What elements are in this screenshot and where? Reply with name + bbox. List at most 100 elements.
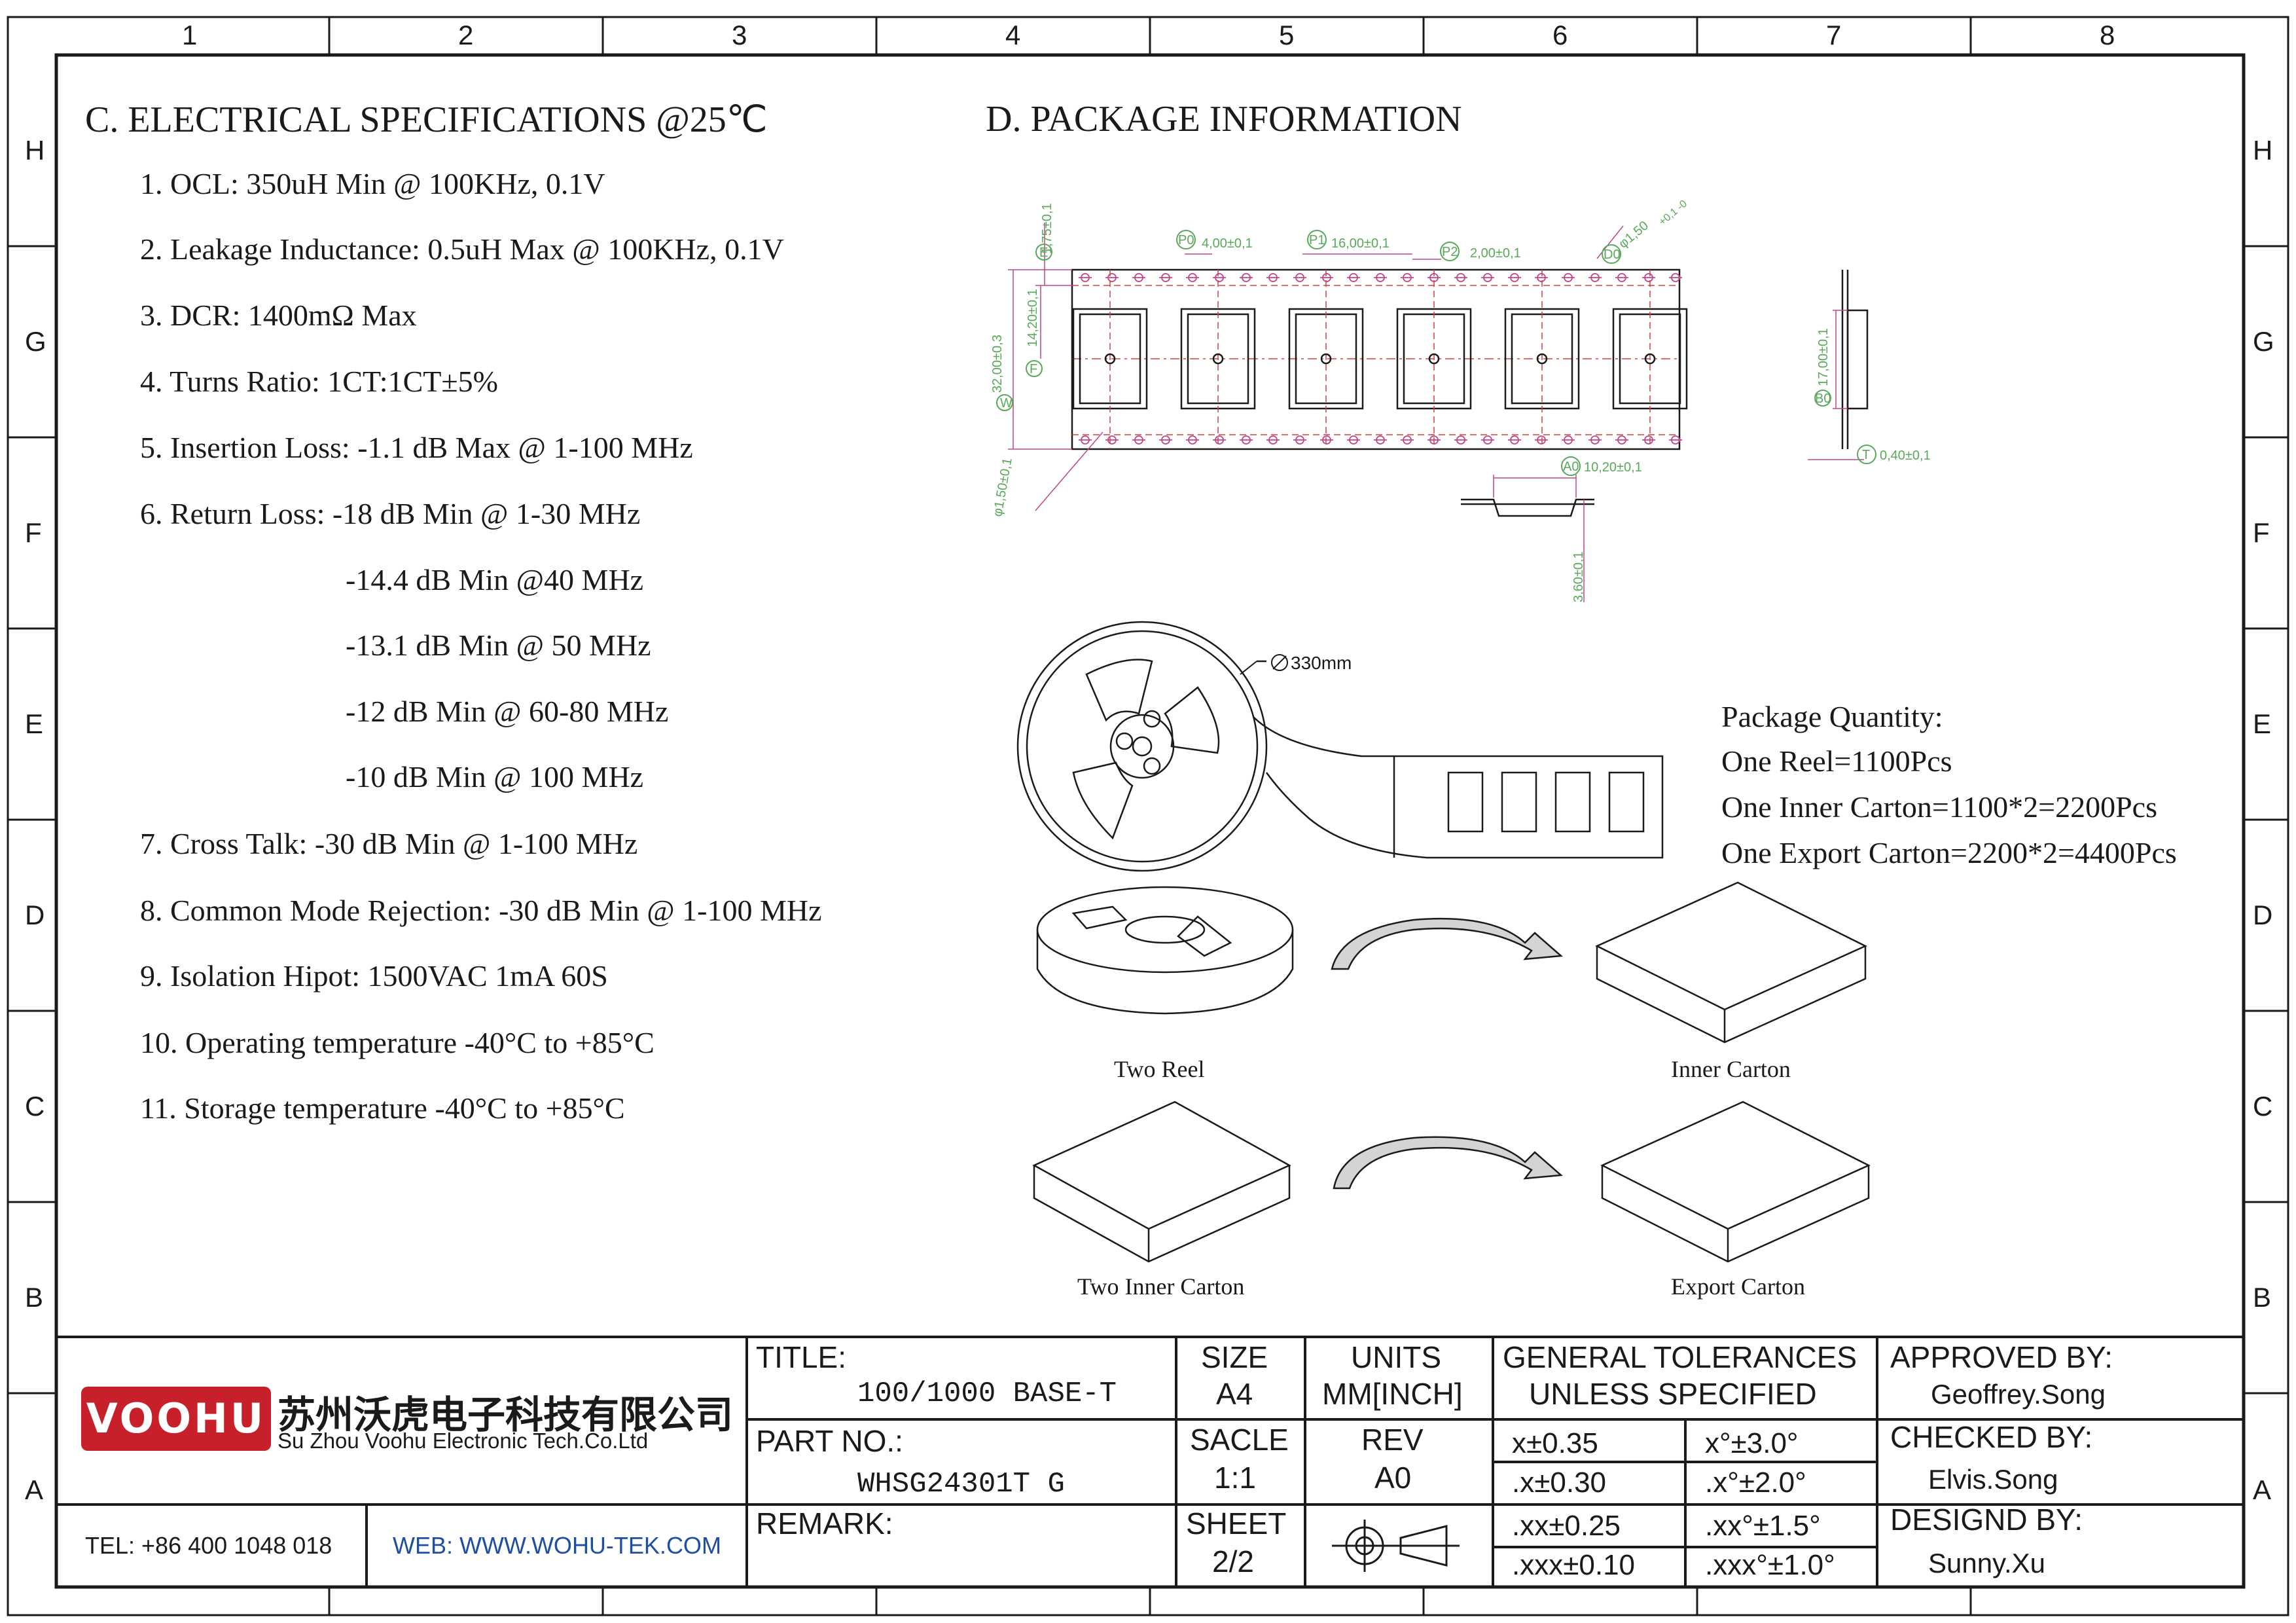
units-value: MM[INCH] [1322, 1377, 1463, 1411]
sheet-label: SHEET [1186, 1506, 1287, 1541]
badge-w: W [1000, 396, 1013, 410]
dim-d0-tol: +0,1 -0 [1657, 198, 1690, 228]
sprocket-holes [1079, 273, 1682, 445]
package-quantity-reel: One Reel=1100Pcs [1721, 744, 1952, 778]
logo-text: VOOHU [86, 1395, 266, 1442]
column-label-top: 7 [1826, 20, 1842, 50]
row-label-left: C [25, 1091, 45, 1122]
package-quantity-title: Package Quantity: [1721, 700, 1943, 733]
column-label-top: 1 [182, 20, 198, 50]
inner-carton-drawing [1595, 881, 1867, 1044]
dim-a0: 10,20±0,1 [1584, 460, 1642, 475]
package-heading: D. PACKAGE INFORMATION [986, 99, 1462, 139]
badge-e: E [1039, 246, 1048, 260]
dim-w: 32,00±0,3 [990, 335, 1005, 393]
reel-tape-pocket [1447, 771, 1484, 833]
dim-d0: φ1,50 [1616, 219, 1651, 251]
approved-value: Geoffrey.Song [1931, 1379, 2106, 1410]
approved-label: APPROVED BY: [1890, 1340, 2113, 1374]
electrical-spec-item: 3. DCR: 1400mΩ Max [140, 299, 417, 332]
remark-label: REMARK: [756, 1506, 893, 1541]
dim-p2: 2,00±0,1 [1470, 246, 1521, 261]
row-label-right: B [2253, 1282, 2272, 1313]
reel-tape-pocket [1608, 771, 1645, 833]
title-label: TITLE: [756, 1340, 847, 1374]
caption-two-inner-carton: Two Inner Carton [1077, 1273, 1245, 1300]
badge-b0: B0 [1815, 392, 1831, 406]
company-name-en: Su Zhou Voohu Electronic Tech.Co.Ltd [278, 1429, 649, 1453]
row-label-right: D [2253, 900, 2273, 930]
tolerance-angular: .x°±2.0° [1705, 1467, 1806, 1499]
electrical-spec-item: -10 dB Min @ 100 MHz [346, 760, 644, 793]
electrical-spec-item: -13.1 dB Min @ 50 MHz [346, 629, 651, 662]
caption-export-carton: Export Carton [1671, 1273, 1805, 1300]
row-label-left: F [25, 517, 42, 548]
column-label-top: 8 [2100, 20, 2115, 50]
row-label-left: E [25, 708, 44, 739]
reel-tape-pockets [1447, 771, 1645, 833]
size-label: SIZE [1201, 1340, 1268, 1374]
dim-b0: 17,00±0,1 [1816, 328, 1831, 386]
pocket-hole [1644, 353, 1656, 365]
website-link[interactable]: WEB: WWW.WOHU-TEK.COM [393, 1532, 721, 1559]
arrow-2 [1333, 1136, 1564, 1190]
reel-diameter-label: 330mm [1291, 653, 1352, 673]
export-carton-drawing [1600, 1101, 1871, 1263]
row-label-right: C [2253, 1091, 2273, 1122]
reel-tape-pocket [1501, 771, 1537, 833]
arrow-1 [1331, 917, 1564, 970]
row-label-right: H [2253, 135, 2273, 166]
dim-p0: 4,00±0,1 [1202, 236, 1253, 251]
designed-value: Sunny.Xu [1928, 1548, 2046, 1578]
two-reel-drawing [1036, 886, 1294, 1015]
electrical-spec-item: 6. Return Loss: -18 dB Min @ 1-30 MHz [140, 497, 641, 530]
package-quantity-export: One Export Carton=2200*2=4400Pcs [1721, 836, 2177, 869]
pocket-hole [1320, 353, 1332, 365]
scale-value: 1:1 [1214, 1461, 1256, 1495]
two-inner-carton-drawing [1032, 1101, 1291, 1263]
designed-label: DESIGND BY: [1890, 1503, 2083, 1537]
electrical-spec-item: 5. Insertion Loss: -1.1 dB Max @ 1-100 M… [140, 431, 693, 464]
column-label-top: 4 [1005, 20, 1021, 50]
package-quantity-inner: One Inner Carton=1100*2=2200Pcs [1721, 790, 2157, 824]
company-name-cn: 苏州沃虎电子科技有限公司 [278, 1393, 734, 1437]
badge-p1: P1 [1309, 233, 1325, 247]
electrical-spec-item: -14.4 dB Min @40 MHz [346, 563, 644, 596]
size-value: A4 [1216, 1377, 1253, 1411]
caption-two-reel: Two Reel [1114, 1056, 1205, 1082]
sheet-value: 2/2 [1212, 1544, 1254, 1578]
electrical-spec-item: 7. Cross Talk: -30 dB Min @ 1-100 MHz [140, 827, 638, 860]
electrical-spec-item: 10. Operating temperature -40°C to +85°C [140, 1026, 655, 1059]
dim-t: 0,40±0,1 [1880, 448, 1931, 463]
tolerances-title-2: UNLESS SPECIFIED [1529, 1377, 1817, 1411]
badge-f: F [1030, 362, 1037, 376]
tolerance-linear: .x±0.30 [1512, 1467, 1607, 1499]
projection-symbol [1332, 1520, 1460, 1572]
badge-t: T [1862, 448, 1870, 462]
column-label-top: 6 [1552, 20, 1568, 50]
tape-cross-section [1461, 475, 1594, 602]
reel-tape-pocket [1554, 771, 1591, 833]
pocket-hole [1104, 353, 1116, 365]
rev-label: REV [1361, 1423, 1424, 1457]
scale-label: SACLE [1190, 1423, 1289, 1457]
checked-value: Elvis.Song [1928, 1464, 2058, 1495]
row-label-left: H [25, 135, 45, 166]
outer-border [7, 16, 2289, 1616]
row-label-right: E [2253, 708, 2272, 739]
column-label-top: 2 [458, 20, 474, 50]
company-logo: VOOHU [81, 1387, 271, 1451]
row-label-left: B [25, 1282, 44, 1313]
row-label-right: G [2253, 326, 2274, 357]
electrical-spec-item: 2. Leakage Inductance: 0.5uH Max @ 100KH… [140, 232, 784, 266]
electrical-heading: C. ELECTRICAL SPECIFICATIONS @25℃ [85, 100, 768, 140]
pocket-hole [1428, 353, 1440, 365]
electrical-spec-item: 11. Storage temperature -40°C to +85°C [140, 1091, 625, 1125]
column-ticks-top [328, 17, 1972, 55]
tolerance-linear: .xxx±0.10 [1512, 1549, 1636, 1581]
row-label-right: F [2253, 517, 2270, 548]
tolerance-angular: .xx°±1.5° [1705, 1510, 1821, 1542]
column-label-top: 3 [732, 20, 747, 50]
